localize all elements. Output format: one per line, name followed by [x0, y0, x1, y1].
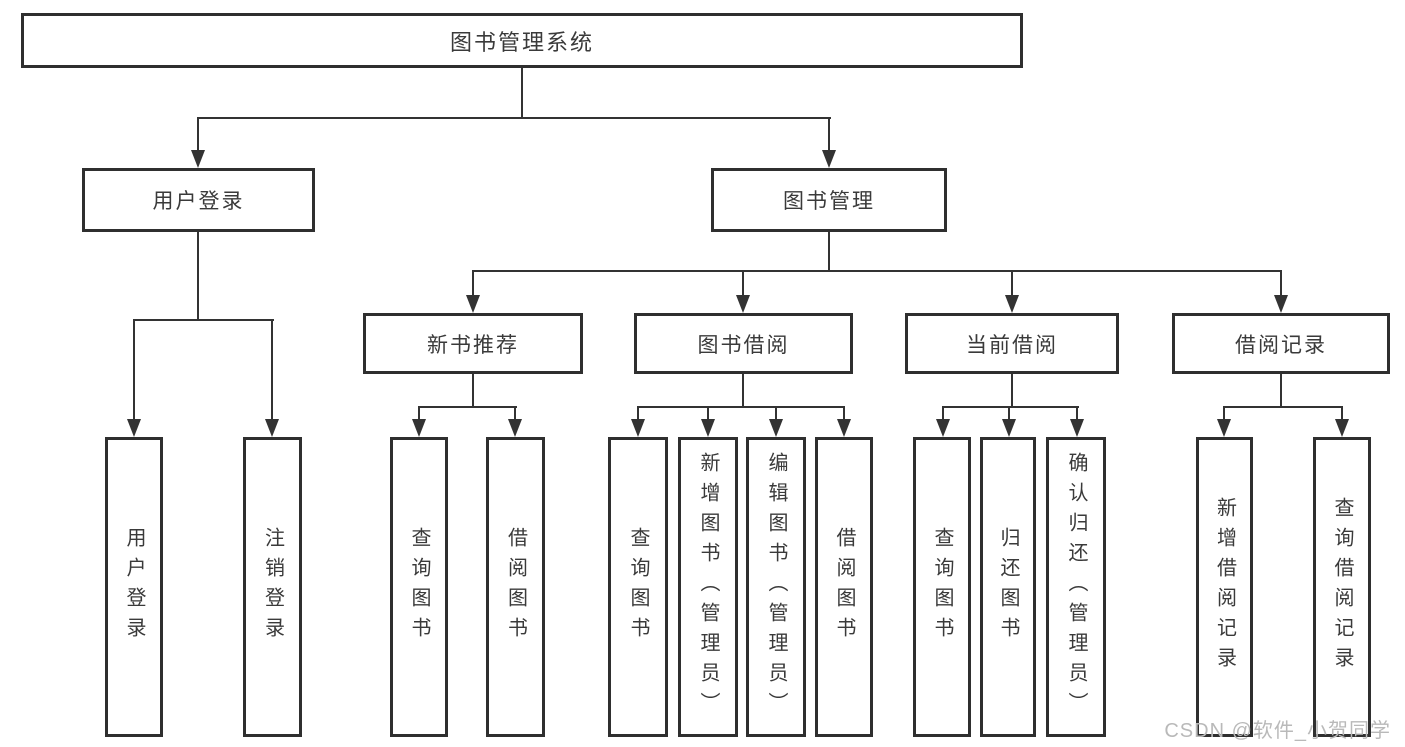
- leaf-query-books-recommend: 查询图书: [390, 437, 448, 737]
- connector-stem: [828, 232, 830, 272]
- leaf-label: 用户登录: [123, 527, 145, 647]
- arrow-down-icon: [1217, 419, 1231, 437]
- arrow-down-icon: [837, 419, 851, 437]
- connector-stem: [828, 117, 830, 153]
- leaf-label: 新增图书（管理员）: [697, 452, 719, 722]
- leaf-add-books-admin: 新增图书（管理员）: [678, 437, 738, 737]
- connector-stem: [271, 319, 273, 422]
- connector-stem: [707, 406, 709, 423]
- connector-hline: [472, 270, 1282, 272]
- node-current-borrow: 当前借阅: [905, 313, 1119, 374]
- leaf-label: 编辑图书（管理员）: [765, 452, 787, 722]
- leaf-label: 查询图书: [627, 527, 649, 647]
- connector-root-hline: [197, 117, 831, 119]
- connector-stem: [1076, 406, 1078, 423]
- arrow-down-icon: [1070, 419, 1084, 437]
- arrow-down-icon: [631, 419, 645, 437]
- connector-stem: [1280, 270, 1282, 298]
- arrow-down-icon: [1274, 295, 1288, 313]
- connector-stem: [1011, 270, 1013, 298]
- node-user-login: 用户登录: [82, 168, 315, 232]
- arrow-down-icon: [265, 419, 279, 437]
- leaf-return-books: 归还图书: [980, 437, 1036, 737]
- connector-stem: [1223, 406, 1225, 423]
- leaf-user-login: 用户登录: [105, 437, 163, 737]
- connector-hline: [1223, 406, 1343, 408]
- node-label: 用户登录: [152, 190, 245, 213]
- arrow-down-icon: [1002, 419, 1016, 437]
- connector-stem: [843, 406, 845, 423]
- leaf-query-borrow-record: 查询借阅记录: [1313, 437, 1371, 737]
- arrow-down-icon: [736, 295, 750, 313]
- connector-hline: [637, 406, 845, 408]
- node-borrow-records: 借阅记录: [1172, 313, 1390, 374]
- arrow-down-icon: [701, 419, 715, 437]
- leaf-label: 查询借阅记录: [1331, 497, 1353, 677]
- connector-stem: [514, 406, 516, 423]
- leaf-label: 查询图书: [931, 527, 953, 647]
- leaf-query-books: 查询图书: [608, 437, 668, 737]
- node-label: 新书推荐: [427, 333, 519, 357]
- arrow-down-icon: [412, 419, 426, 437]
- connector-stem: [637, 406, 639, 423]
- node-label: 图书借阅: [697, 333, 790, 357]
- leaf-logout: 注销登录: [243, 437, 302, 737]
- connector-stem: [197, 232, 199, 321]
- leaf-add-borrow-record: 新增借阅记录: [1196, 437, 1253, 737]
- connector-stem: [1280, 374, 1282, 408]
- connector-hline: [133, 319, 274, 321]
- leaf-confirm-return-admin: 确认归还（管理员）: [1046, 437, 1106, 737]
- connector-stem: [1341, 406, 1343, 423]
- node-new-book-recommend: 新书推荐: [363, 313, 583, 374]
- leaf-label: 新增借阅记录: [1213, 497, 1236, 677]
- connector-stem: [472, 270, 474, 298]
- arrow-down-icon: [191, 150, 205, 168]
- leaf-label: 注销登录: [261, 527, 284, 647]
- connector-stem: [472, 374, 474, 408]
- arrow-down-icon: [769, 419, 783, 437]
- leaf-borrow-books: 借阅图书: [815, 437, 873, 737]
- arrow-down-icon: [466, 295, 480, 313]
- node-book-management: 图书管理: [711, 168, 947, 232]
- leaf-borrow-books-recommend: 借阅图书: [486, 437, 545, 737]
- node-label: 借阅记录: [1235, 333, 1327, 357]
- arrow-down-icon: [1335, 419, 1349, 437]
- arrow-down-icon: [822, 150, 836, 168]
- connector-hline: [418, 406, 517, 408]
- leaf-edit-books-admin: 编辑图书（管理员）: [746, 437, 806, 737]
- csdn-watermark: CSDN @软件_小贺同学: [1164, 720, 1391, 742]
- arrow-down-icon: [936, 419, 950, 437]
- leaf-label: 归还图书: [997, 527, 1019, 647]
- arrow-down-icon: [127, 419, 141, 437]
- node-label: 图书管理系统: [449, 29, 594, 55]
- node-label: 图书管理: [783, 190, 875, 213]
- node-label: 当前借阅: [966, 333, 1058, 357]
- connector-stem: [742, 270, 744, 298]
- connector-stem: [1008, 406, 1010, 423]
- connector-stem: [742, 374, 744, 408]
- connector-stem: [1011, 374, 1013, 408]
- connector-stem: [418, 406, 420, 423]
- connector-root-stem: [521, 68, 523, 118]
- node-book-borrow: 图书借阅: [634, 313, 853, 374]
- leaf-label: 确认归还（管理员）: [1065, 452, 1087, 722]
- arrow-down-icon: [1005, 295, 1019, 313]
- leaf-query-books-current: 查询图书: [913, 437, 971, 737]
- connector-stem: [197, 117, 199, 153]
- connector-stem: [775, 406, 777, 423]
- leaf-label: 借阅图书: [833, 527, 855, 647]
- connector-stem: [133, 319, 135, 422]
- connector-hline: [942, 406, 1079, 408]
- leaf-label: 借阅图书: [504, 527, 527, 647]
- arrow-down-icon: [508, 419, 522, 437]
- leaf-label: 查询图书: [408, 527, 430, 647]
- node-library-management-system: 图书管理系统: [21, 13, 1023, 68]
- connector-stem: [942, 406, 944, 423]
